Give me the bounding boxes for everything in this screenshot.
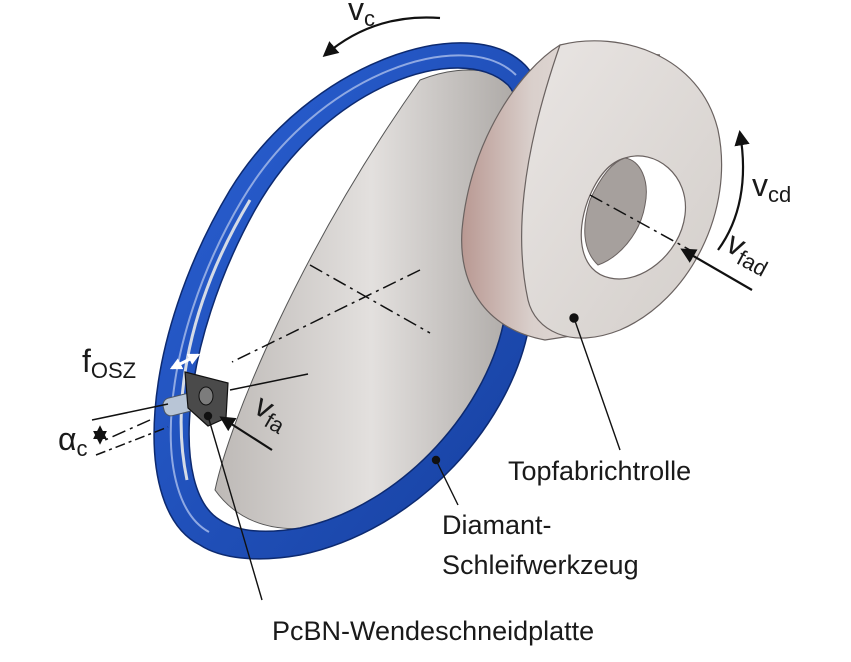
cup-dresser — [461, 40, 723, 341]
vfad-arrow — [680, 248, 753, 291]
insert-axis — [104, 419, 151, 441]
label-dresser: Topfabrichtrolle — [508, 456, 691, 486]
label-wheel-line2: Schleifwerkzeug — [442, 550, 639, 580]
wheel-cross-axis — [231, 269, 421, 363]
axes — [104, 194, 691, 441]
label-alpha: αc — [58, 421, 88, 461]
insert-reference-line — [229, 373, 309, 391]
label-vcd: vcd — [752, 167, 791, 207]
wheel-leader — [435, 459, 459, 506]
vcd-arrow — [717, 129, 750, 251]
wheel-axis — [309, 264, 431, 334]
component-labels: Topfabrichtrolle Diamant- Schleifwerkzeu… — [272, 456, 691, 646]
label-vc: vc — [348, 0, 375, 31]
label-insert: PcBN-Wendeschneidplatte — [272, 616, 594, 646]
leader-lines — [203, 313, 621, 601]
wheel-rim-edge-1 — [169, 54, 517, 533]
insert-screw — [198, 386, 214, 406]
dresser-face — [521, 40, 723, 339]
diamond-grinding-wheel — [153, 42, 548, 560]
motion-arrows — [219, 16, 753, 451]
alpha-angle — [91, 403, 169, 456]
oscillation-arrow — [169, 353, 201, 370]
vc-arrow — [322, 16, 441, 58]
symbol-labels: vc vcd vfad vfa fOSZ αc — [58, 0, 791, 461]
vfa-arrow — [219, 416, 273, 451]
pcbn-insert-assembly — [162, 371, 229, 427]
dresser-leader — [573, 317, 621, 451]
label-fosz: fOSZ — [82, 343, 136, 383]
label-wheel-line1: Diamant- — [442, 510, 552, 540]
insert-leader — [207, 415, 263, 601]
dresser-bore — [584, 157, 647, 266]
dresser-axis — [589, 194, 691, 251]
wheel-rim-edge-2 — [179, 199, 252, 481]
